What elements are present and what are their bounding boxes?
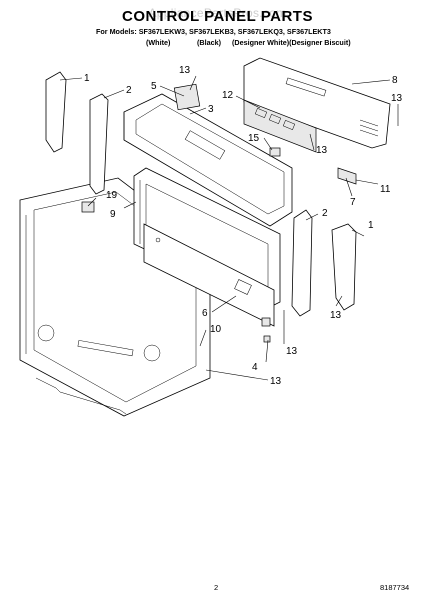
callout-5: 5 [151, 81, 157, 92]
callout-10: 10 [210, 324, 222, 335]
bracket-plate-part [173, 83, 201, 111]
callout-7: 7 [350, 197, 356, 208]
callout-13-bottom-mid: 13 [286, 346, 298, 357]
control-panel-fascia-part [123, 93, 293, 227]
end-cap-right-part [331, 223, 357, 311]
end-cap-left-part [45, 71, 67, 153]
callout-19: 19 [106, 190, 118, 201]
callout-8: 8 [392, 75, 398, 86]
callout-13-right-top: 13 [391, 93, 403, 104]
callout-13-mid: 13 [316, 145, 328, 156]
callout-13-bottom-right: 13 [330, 310, 342, 321]
callout-15: 15 [248, 133, 260, 144]
callout-2-left: 2 [126, 85, 132, 96]
clip-part [81, 201, 95, 213]
color-black: (Black) [197, 38, 221, 47]
small-bracket-part [337, 167, 357, 185]
color-designer: (Designer White)(Designer Biscuit) [232, 38, 351, 47]
callout-4: 4 [252, 362, 258, 373]
callout-9: 9 [110, 209, 116, 220]
knob-part [269, 147, 281, 157]
bracket-left-part [89, 93, 109, 195]
leader-lines [59, 75, 399, 381]
callout-6: 6 [202, 308, 208, 319]
callout-11: 11 [380, 184, 391, 195]
callout-2-right: 2 [322, 208, 328, 219]
back-trim-part [243, 57, 391, 149]
callout-3: 3 [208, 104, 214, 115]
small-hardware-part [261, 317, 271, 343]
callout-1-right: 1 [368, 220, 374, 231]
watermark: AppliancePartsPros.com [148, 6, 287, 20]
color-white: (White) [146, 38, 171, 47]
bracket-right-part [291, 209, 313, 317]
lower-panel-part [143, 223, 275, 327]
document-number: 8187734 [380, 583, 410, 592]
callout-12: 12 [222, 90, 234, 101]
callout-13-bottom-left: 13 [270, 376, 282, 387]
electronic-control-part [243, 99, 317, 153]
page-title: CONTROL PANEL PARTS [122, 8, 313, 25]
callout-1-left: 1 [84, 73, 90, 84]
model-list: For Models: SF367LEKW3, SF367LEKB3, SF36… [96, 27, 331, 36]
page-number: 2 [214, 583, 219, 592]
callout-13-top: 13 [179, 65, 191, 76]
